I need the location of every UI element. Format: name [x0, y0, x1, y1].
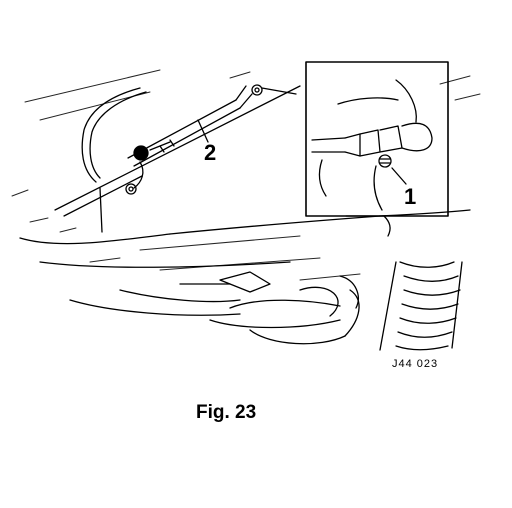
mechanical-line-drawing	[11, 61, 481, 351]
background-hatching	[11, 69, 481, 281]
callout-2: 2	[204, 140, 217, 165]
brake-pipe	[81, 87, 147, 183]
leader-line-2	[197, 119, 209, 143]
sensor-assembly	[125, 85, 253, 195]
callout-1: 1	[404, 184, 417, 209]
drawing-code: J44 023	[392, 358, 439, 370]
ribbed-component	[379, 261, 463, 351]
detail-inset	[305, 61, 449, 237]
mounting-nut	[251, 84, 297, 96]
vehicle-underbody	[19, 85, 471, 345]
figure-caption: Fig. 23	[196, 402, 257, 423]
